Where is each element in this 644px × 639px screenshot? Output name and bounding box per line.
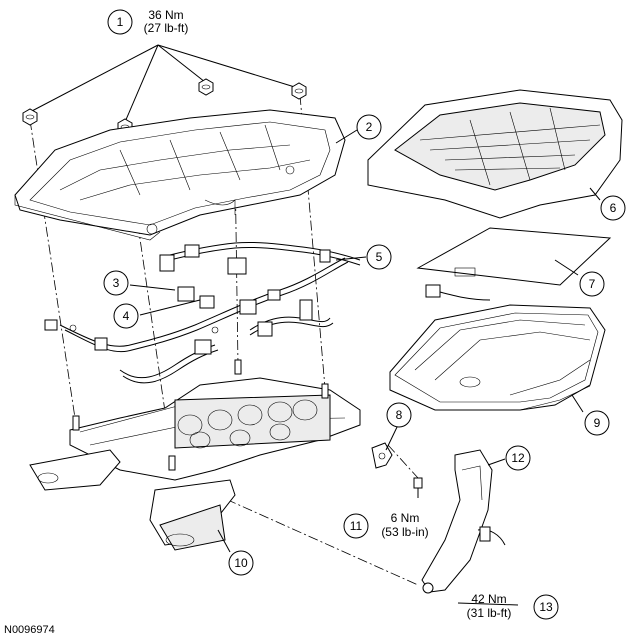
callout-9-number: 9 xyxy=(594,416,601,430)
callout-10: 10 xyxy=(228,550,254,576)
callout-12-number: 12 xyxy=(511,451,525,465)
callout-6: 6 xyxy=(600,195,626,221)
callout-4-number: 4 xyxy=(123,309,130,323)
seat-cushion-pad xyxy=(367,89,623,219)
seat-cushion-frame xyxy=(14,109,346,241)
callout-1: 1 36 Nm (27 lb-ft) xyxy=(107,8,189,35)
callout-13-torque-lbft: (31 lb-ft) xyxy=(467,606,512,620)
callout-11-number: 11 xyxy=(350,519,363,533)
figure-id: N0096974 xyxy=(4,624,55,636)
callout-11-torque-lbin: (53 lb-in) xyxy=(381,525,428,539)
callout-2: 2 xyxy=(356,114,382,140)
seat-track-assembly xyxy=(29,359,361,551)
seat-cushion-with-cover xyxy=(389,304,606,411)
callout-8: 8 xyxy=(386,402,412,428)
seat-wiring-harness xyxy=(44,241,361,384)
callout-9: 9 xyxy=(584,410,610,436)
callout-5-number: 5 xyxy=(376,250,383,264)
seat-heater-mat xyxy=(416,227,612,286)
callout-7: 7 xyxy=(579,271,605,297)
heater-connector xyxy=(425,284,491,301)
callout-8-number: 8 xyxy=(396,408,403,422)
seatbelt-buckle xyxy=(421,449,506,594)
callout-11: 11 6 Nm (53 lb-in) xyxy=(343,511,429,539)
callout-13: 13 42 Nm (31 lb-ft) xyxy=(467,592,559,620)
callout-3: 3 xyxy=(103,270,129,296)
callout-13-torque-nm: 42 Nm xyxy=(471,592,506,606)
callout-5: 5 xyxy=(366,244,392,270)
callout-12: 12 xyxy=(505,445,531,471)
bracket-bolt xyxy=(413,477,423,498)
callout-4: 4 xyxy=(113,303,139,329)
callout-1-number: 1 xyxy=(117,15,124,29)
callout-1-torque-nm: 36 Nm xyxy=(148,8,183,22)
callout-6-number: 6 xyxy=(610,201,617,215)
callout-3-number: 3 xyxy=(113,276,120,290)
callout-2-number: 2 xyxy=(366,120,373,134)
callout-13-number: 13 xyxy=(539,600,553,614)
callout-1-leaders xyxy=(29,44,299,123)
callout-10-number: 10 xyxy=(234,556,248,570)
bracket xyxy=(371,442,393,469)
callout-leaders xyxy=(129,129,601,606)
callout-11-torque-nm: 6 Nm xyxy=(391,511,420,525)
callout-7-number: 7 xyxy=(589,277,596,291)
callout-1-torque-lbft: (27 lb-ft) xyxy=(144,21,189,35)
